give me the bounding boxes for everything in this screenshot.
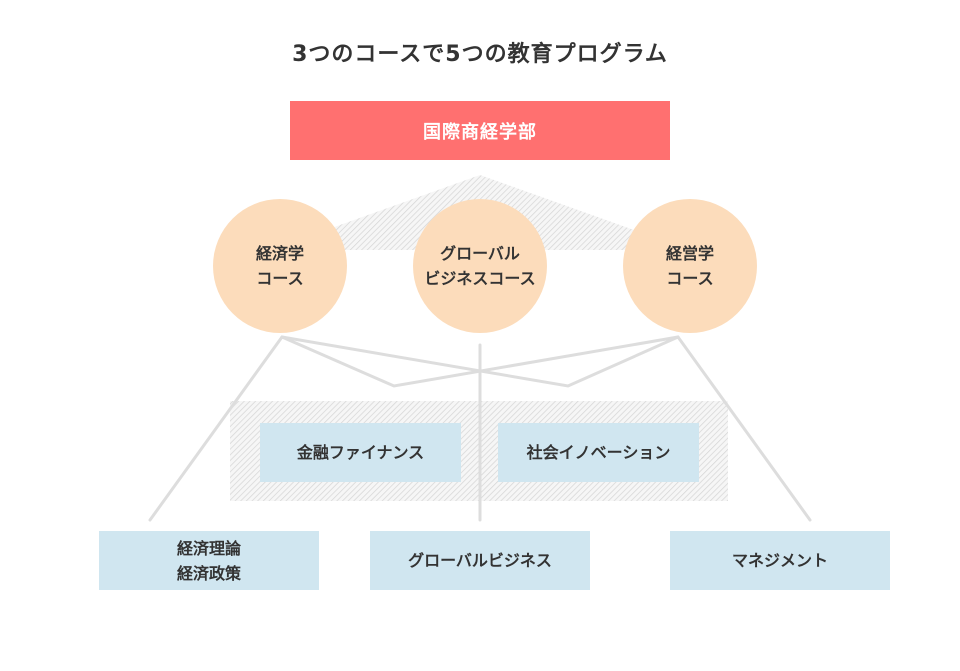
faculty-name: 国際商経学部 (423, 121, 537, 143)
course-program-links (148, 335, 812, 522)
course-management-line1: 経営学 (665, 244, 714, 263)
course-economics-line1: 経済学 (255, 244, 304, 263)
program-social-innovation: 社会イノベーション (498, 423, 699, 482)
program-social-innovation-label: 社会イノベーション (526, 443, 671, 462)
program-economic-theory: 経済理論 経済政策 (99, 531, 319, 590)
course-economics: 経済学 コース (213, 199, 347, 333)
program-economic-theory-line1: 経済理論 (176, 538, 241, 558)
course-economics-line2: コース (256, 269, 304, 288)
program-management-label: マネジメント (731, 551, 828, 570)
link-economics-to-shared (280, 335, 680, 388)
course-management-line2: コース (666, 269, 714, 288)
link-management-to-mgmt (676, 335, 812, 522)
course-management: 経営学 コース (623, 199, 757, 333)
course-global-business-line2: ビジネスコース (424, 269, 536, 288)
program-global-business: グローバルビジネス (370, 531, 590, 590)
course-global-business-line1: グローバル (440, 244, 520, 263)
program-economic-theory-line2: 経済政策 (176, 563, 241, 583)
link-management-to-shared (280, 335, 680, 388)
program-finance: 金融ファイナンス (260, 423, 461, 482)
link-economics-to-theory (148, 335, 284, 522)
course-global-business: グローバル ビジネスコース (413, 199, 547, 333)
program-global-business-label: グローバルビジネス (408, 551, 552, 570)
faculty-box: 国際商経学部 (290, 101, 670, 160)
program-finance-label: 金融ファイナンス (296, 443, 425, 462)
program-management: マネジメント (670, 531, 890, 590)
page-title: 3つのコースで5つの教育プログラム (292, 42, 668, 67)
